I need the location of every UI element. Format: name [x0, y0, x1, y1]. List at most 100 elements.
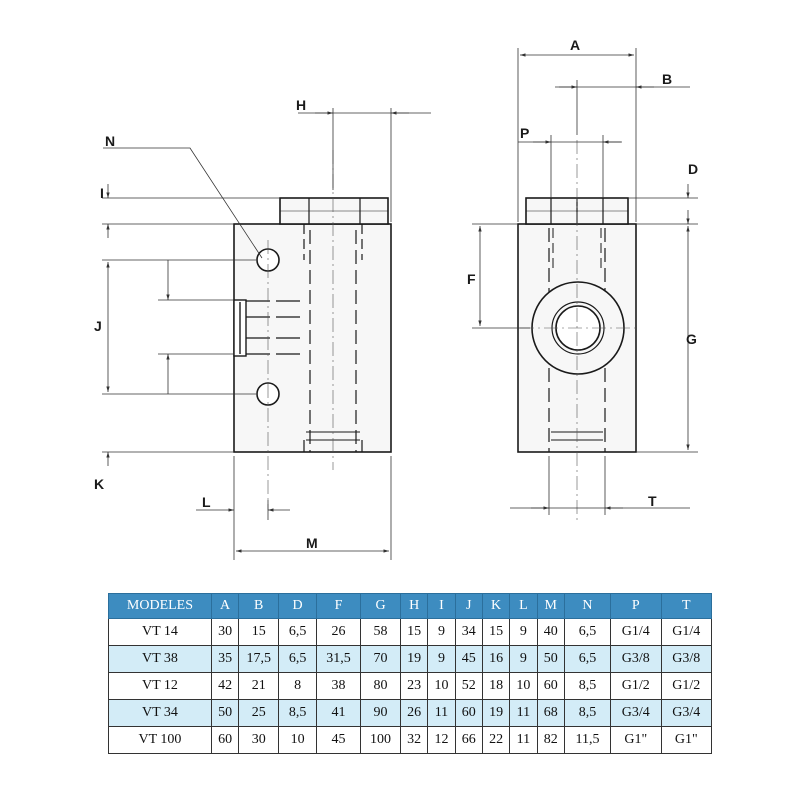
header-t: T [660, 593, 712, 619]
table-cell: 41 [315, 699, 362, 727]
label-d: D [688, 161, 698, 177]
technical-drawing: H N I J K L M [94, 37, 698, 560]
table-cell: 11 [509, 699, 538, 727]
table-cell: 16 [481, 645, 511, 673]
header-d: D [278, 593, 317, 619]
table-cell: VT 38 [108, 645, 212, 673]
table-cell: 8,5 [278, 699, 317, 727]
table-row: VT 100 60 30 10 45 100 32 12 66 22 11 82… [108, 726, 712, 754]
table-cell: 8,5 [563, 672, 612, 700]
table-cell: VT 14 [108, 618, 212, 646]
table-cell: 10 [509, 672, 538, 700]
table-cell: 50 [536, 645, 565, 673]
header-n: N [563, 593, 612, 619]
table-cell: G3/8 [660, 645, 712, 673]
header-a: A [210, 593, 240, 619]
table-cell: 6,5 [563, 618, 612, 646]
table-row: VT 34 50 25 8,5 41 90 26 11 60 19 11 68 … [108, 699, 712, 727]
table-cell: 19 [399, 645, 429, 673]
table-cell: 15 [481, 618, 511, 646]
table-cell: 66 [454, 726, 483, 754]
label-h: H [296, 97, 306, 113]
label-p: P [520, 125, 529, 141]
table-cell: 68 [536, 699, 565, 727]
table-cell: 42 [210, 672, 240, 700]
label-n: N [105, 133, 115, 149]
label-g: G [686, 331, 697, 347]
left-view-dimensions [102, 108, 431, 560]
table-cell: 9 [427, 618, 456, 646]
header-modeles: MODELES [108, 593, 212, 619]
label-j: J [94, 318, 102, 334]
table-row: VT 12 42 21 8 38 80 23 10 52 18 10 60 8,… [108, 672, 712, 700]
header-k: K [481, 593, 511, 619]
table-cell: 26 [399, 699, 429, 727]
label-f: F [467, 271, 476, 287]
right-view-labels: A B P D F G T [467, 37, 698, 509]
table-cell: 18 [481, 672, 511, 700]
right-view-dimensions [472, 48, 698, 515]
table-cell: 6,5 [278, 618, 317, 646]
dimensions-table: MODELES A B D F G H I J K L M N P T VT 1… [108, 593, 712, 754]
table-cell: 50 [210, 699, 240, 727]
table-cell: G1/2 [660, 672, 712, 700]
table-cell: 19 [481, 699, 511, 727]
table-cell: 90 [360, 699, 401, 727]
table-cell: 38 [315, 672, 362, 700]
left-view [233, 150, 392, 510]
header-h: H [399, 593, 429, 619]
right-view [517, 140, 640, 520]
table-cell: G3/4 [660, 699, 712, 727]
header-b: B [238, 593, 280, 619]
table-cell: 31,5 [315, 645, 362, 673]
table-cell: 60 [536, 672, 565, 700]
table-cell: 35 [210, 645, 240, 673]
table-cell: 11,5 [563, 726, 612, 754]
table-cell: G1/2 [610, 672, 662, 700]
table-cell: 25 [238, 699, 280, 727]
table-cell: 30 [238, 726, 280, 754]
table-cell: 22 [481, 726, 511, 754]
header-g: G [360, 593, 401, 619]
table-cell: VT 100 [108, 726, 212, 754]
table-cell: 34 [454, 618, 483, 646]
label-l: L [202, 494, 211, 510]
label-a: A [570, 37, 580, 53]
label-b: B [662, 71, 672, 87]
table-cell: 60 [454, 699, 483, 727]
table-cell: 100 [360, 726, 401, 754]
table-cell: 8 [278, 672, 317, 700]
table-cell: 9 [509, 618, 538, 646]
table-cell: 8,5 [563, 699, 612, 727]
table-cell: 58 [360, 618, 401, 646]
label-m: M [306, 535, 318, 551]
table-cell: G1/4 [660, 618, 712, 646]
table-cell: 70 [360, 645, 401, 673]
table-cell: 17,5 [238, 645, 280, 673]
header-m: M [536, 593, 565, 619]
table-cell: 10 [278, 726, 317, 754]
table-cell: G1" [660, 726, 712, 754]
table-cell: 10 [427, 672, 456, 700]
table-cell: 6,5 [563, 645, 612, 673]
label-i: I [100, 185, 104, 201]
table-header-row: MODELES A B D F G H I J K L M N P T [108, 593, 712, 619]
label-k: K [94, 476, 104, 492]
table-cell: G3/4 [610, 699, 662, 727]
table-cell: 9 [509, 645, 538, 673]
table-cell: 45 [315, 726, 362, 754]
table-cell: 52 [454, 672, 483, 700]
header-i: I [427, 593, 456, 619]
table-cell: 12 [427, 726, 456, 754]
table-cell: 21 [238, 672, 280, 700]
table-cell: 11 [427, 699, 456, 727]
table-cell: 6,5 [278, 645, 317, 673]
header-j: J [454, 593, 483, 619]
header-p: P [610, 593, 662, 619]
table-cell: 60 [210, 726, 240, 754]
left-view-labels: H N I J K L M [94, 97, 318, 551]
table-cell: VT 12 [108, 672, 212, 700]
table-cell: 82 [536, 726, 565, 754]
table-cell: G1" [610, 726, 662, 754]
table-cell: 15 [399, 618, 429, 646]
